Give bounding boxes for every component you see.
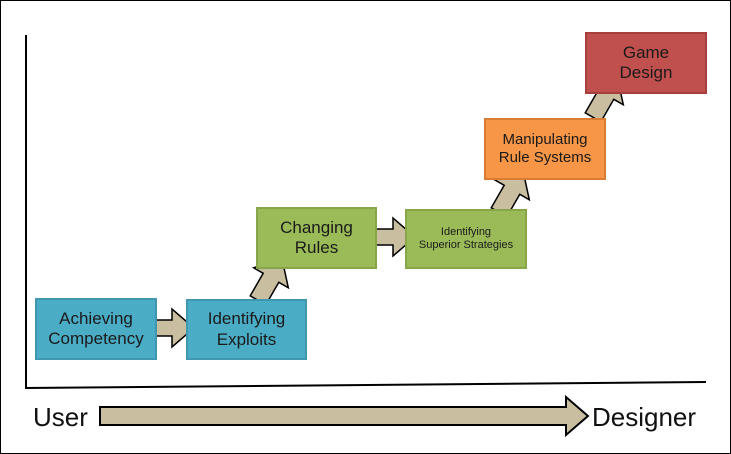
stage-manipulating-rule-systems: Manipulating Rule Systems — [484, 118, 606, 180]
stage-changing-rules-label: Changing Rules — [280, 217, 353, 257]
progression-end-label: Designer — [592, 402, 697, 432]
stage-manipulating-rule-systems-label: Manipulating Rule Systems — [498, 131, 592, 166]
stage-identifying-strategies: Identifying Superior Strategies — [405, 209, 527, 269]
stage-game-design: Game Design — [585, 32, 707, 94]
stage-identifying-exploits-label: Identifying Exploits — [207, 309, 286, 349]
stage-achieving-competency: Achieving Competency — [35, 298, 157, 360]
progression-arrow — [99, 394, 590, 438]
stage-game-design-label: Game Design — [619, 42, 673, 82]
stage-achieving-competency-label: Achieving Competency — [48, 308, 144, 348]
x-axis — [24, 381, 707, 389]
stage-identifying-exploits: Identifying Exploits — [186, 299, 307, 360]
stage-identifying-strategies-label: Identifying Superior Strategies — [418, 225, 514, 251]
progression-start-label: User — [33, 402, 88, 432]
stage-changing-rules: Changing Rules — [256, 207, 377, 269]
